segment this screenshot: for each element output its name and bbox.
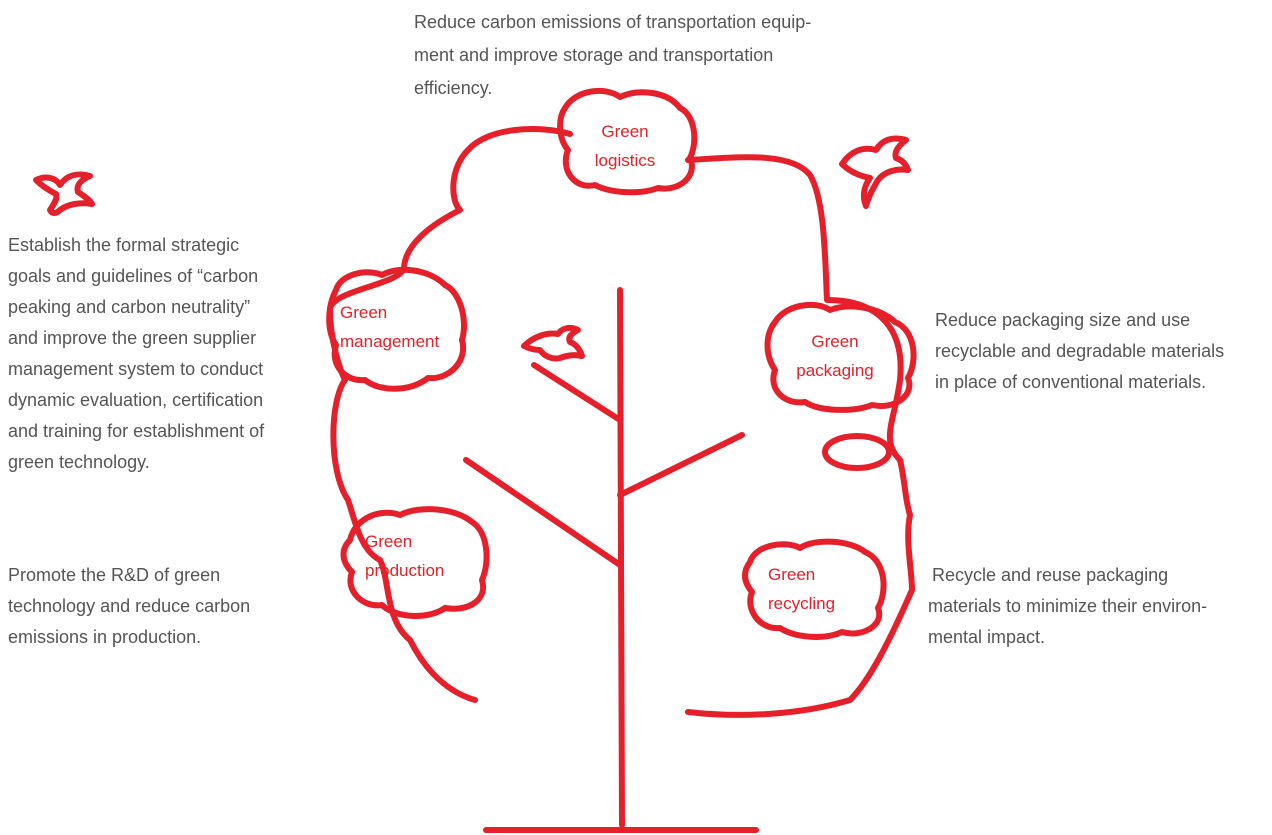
recycling-bubble: [742, 538, 887, 640]
management-bubble: [326, 266, 467, 392]
management-desc-line1: Establish the formal strategic: [8, 235, 240, 255]
bird-icon: [839, 135, 911, 209]
logistics-label-line2: logistics: [594, 151, 656, 170]
management-desc-line4: and improve the green supplier: [8, 328, 257, 348]
recycling-desc-line1: Recycle and reuse packaging: [932, 565, 1169, 585]
production-label: Green production: [365, 527, 444, 585]
logistics-label: Green logistics: [585, 117, 665, 175]
packaging-bubble: [764, 301, 917, 413]
packaging-desc-line3: in place of conventional materials.: [935, 372, 1207, 392]
recycling-label-line1: Green: [768, 565, 816, 584]
production-desc-line3: emissions in production.: [8, 627, 202, 647]
management-desc-line8: green technology.: [8, 452, 150, 472]
management-desc-line5: management system to conduct: [8, 359, 264, 379]
logistics-desc-line1: Reduce carbon emissions of transportatio…: [414, 12, 812, 32]
branch-upper-left: [531, 362, 623, 423]
logistics-label-line1: Green: [601, 122, 649, 141]
logistics-desc-line3: efficiency.: [414, 78, 493, 98]
logistics-description: Reduce carbon emissions of transportatio…: [414, 6, 811, 105]
tree-crown-outline-right: [685, 154, 915, 718]
packaging-desc-line2: recyclable and degradable materials: [935, 341, 1225, 361]
recycling-desc-line3: mental impact.: [928, 627, 1046, 647]
production-desc-line2: technology and reduce carbon: [8, 596, 251, 616]
packaging-desc-line1: Reduce packaging size and use: [935, 310, 1191, 330]
branch-lower-left: [463, 457, 623, 568]
logistics-bubble: [557, 87, 698, 196]
production-label-line2: production: [365, 561, 445, 580]
management-label-line2: management: [340, 332, 440, 351]
branch-right: [617, 432, 745, 498]
production-desc-line1: Promote the R&D of green: [8, 565, 221, 585]
management-desc-line7: and training for establishment of: [8, 421, 265, 441]
management-label-line1: Green: [340, 303, 388, 322]
production-label-line1: Green: [365, 532, 413, 551]
production-description: Promote the R&D of green technology and …: [8, 560, 250, 653]
management-description: Establish the formal strategic goals and…: [8, 230, 264, 478]
bird-icon: [33, 171, 95, 216]
management-label: Green management: [340, 298, 439, 356]
management-desc-line2: goals and guidelines of “carbon: [8, 266, 259, 286]
tree-trunk: [617, 287, 625, 828]
packaging-label-line1: Green: [811, 332, 859, 351]
packaging-label: Green packaging: [790, 327, 880, 385]
recycling-description: Recycle and reuse packaging materials to…: [928, 560, 1207, 653]
logistics-desc-line2: ment and improve storage and transportat…: [414, 45, 774, 65]
management-desc-line6: dynamic evaluation, certification: [8, 390, 264, 410]
management-desc-line3: peaking and carbon neutrality”: [8, 297, 251, 317]
recycling-desc-line2: materials to minimize their environ-: [928, 596, 1208, 616]
tree-crown-outline: [327, 126, 573, 703]
packaging-label-line2: packaging: [796, 361, 874, 380]
packaging-small-bubble: [822, 433, 892, 471]
packaging-description: Reduce packaging size and use recyclable…: [935, 305, 1224, 398]
recycling-label: Green recycling: [768, 560, 835, 618]
recycling-label-line2: recycling: [768, 594, 836, 613]
production-bubble: [340, 506, 490, 619]
bird-icon: [521, 324, 585, 362]
